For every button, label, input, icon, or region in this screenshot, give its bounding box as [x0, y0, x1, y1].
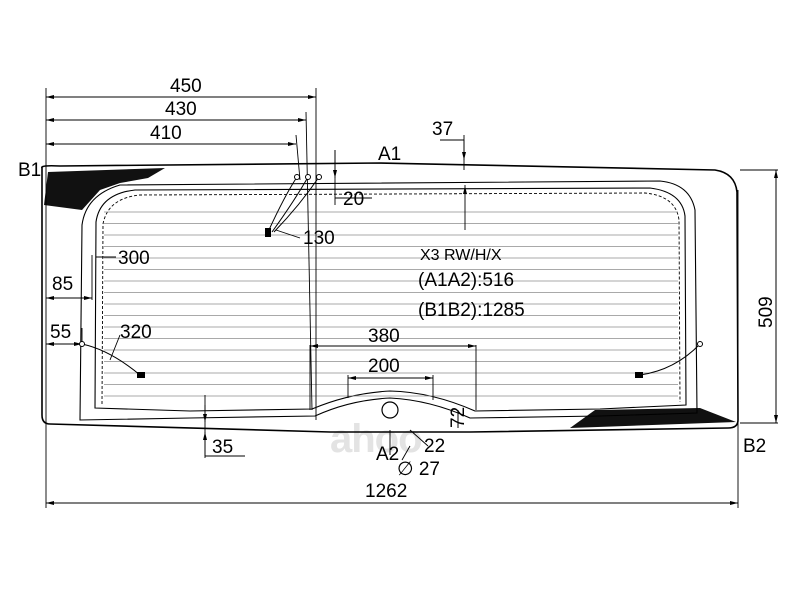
dim-380: 380	[368, 326, 400, 347]
side-connectors	[79, 341, 703, 378]
dim-509: 509	[756, 296, 777, 328]
watermark: ahoo	[330, 417, 422, 461]
dim-1262: 1262	[365, 481, 407, 502]
leader-lines	[96, 197, 429, 461]
center-hole	[381, 401, 399, 419]
point-b2: B2	[743, 436, 766, 457]
dim-450: 450	[170, 76, 202, 97]
a1a2-value: (A1A2):516	[418, 270, 514, 291]
top-connectors	[265, 174, 322, 237]
dim-diameter-27: ∅ 27	[397, 459, 440, 480]
inner-border-1	[79, 180, 698, 421]
dimension-lines	[46, 96, 777, 504]
dim-85: 85	[52, 274, 73, 295]
dim-72: 72	[448, 407, 469, 428]
point-a2: A2	[376, 444, 399, 465]
arrowheads	[46, 95, 778, 505]
dim-300: 300	[118, 248, 150, 269]
dim-200: 200	[368, 356, 400, 377]
frit-top-left	[44, 168, 165, 210]
dim-320: 320	[120, 322, 152, 343]
dim-430: 430	[165, 99, 197, 120]
inner-border-dashed	[101, 192, 681, 405]
dim-410: 410	[150, 123, 182, 144]
b1b2-value: (B1B2):1285	[418, 300, 525, 321]
dim-35: 35	[212, 437, 233, 458]
dim-55: 55	[50, 322, 71, 343]
model-code: X3 RW/H/X	[420, 247, 502, 264]
dim-22: 22	[424, 436, 445, 457]
frit-bottom-right	[570, 408, 736, 428]
point-a1: A1	[378, 144, 401, 165]
inner-border-2	[94, 187, 687, 412]
heating-grid	[104, 211, 678, 397]
dim-20: 20	[343, 189, 364, 210]
dim-130: 130	[303, 228, 335, 249]
glass-outline	[41, 162, 739, 433]
point-b1: B1	[18, 160, 41, 181]
dim-37: 37	[432, 119, 453, 140]
